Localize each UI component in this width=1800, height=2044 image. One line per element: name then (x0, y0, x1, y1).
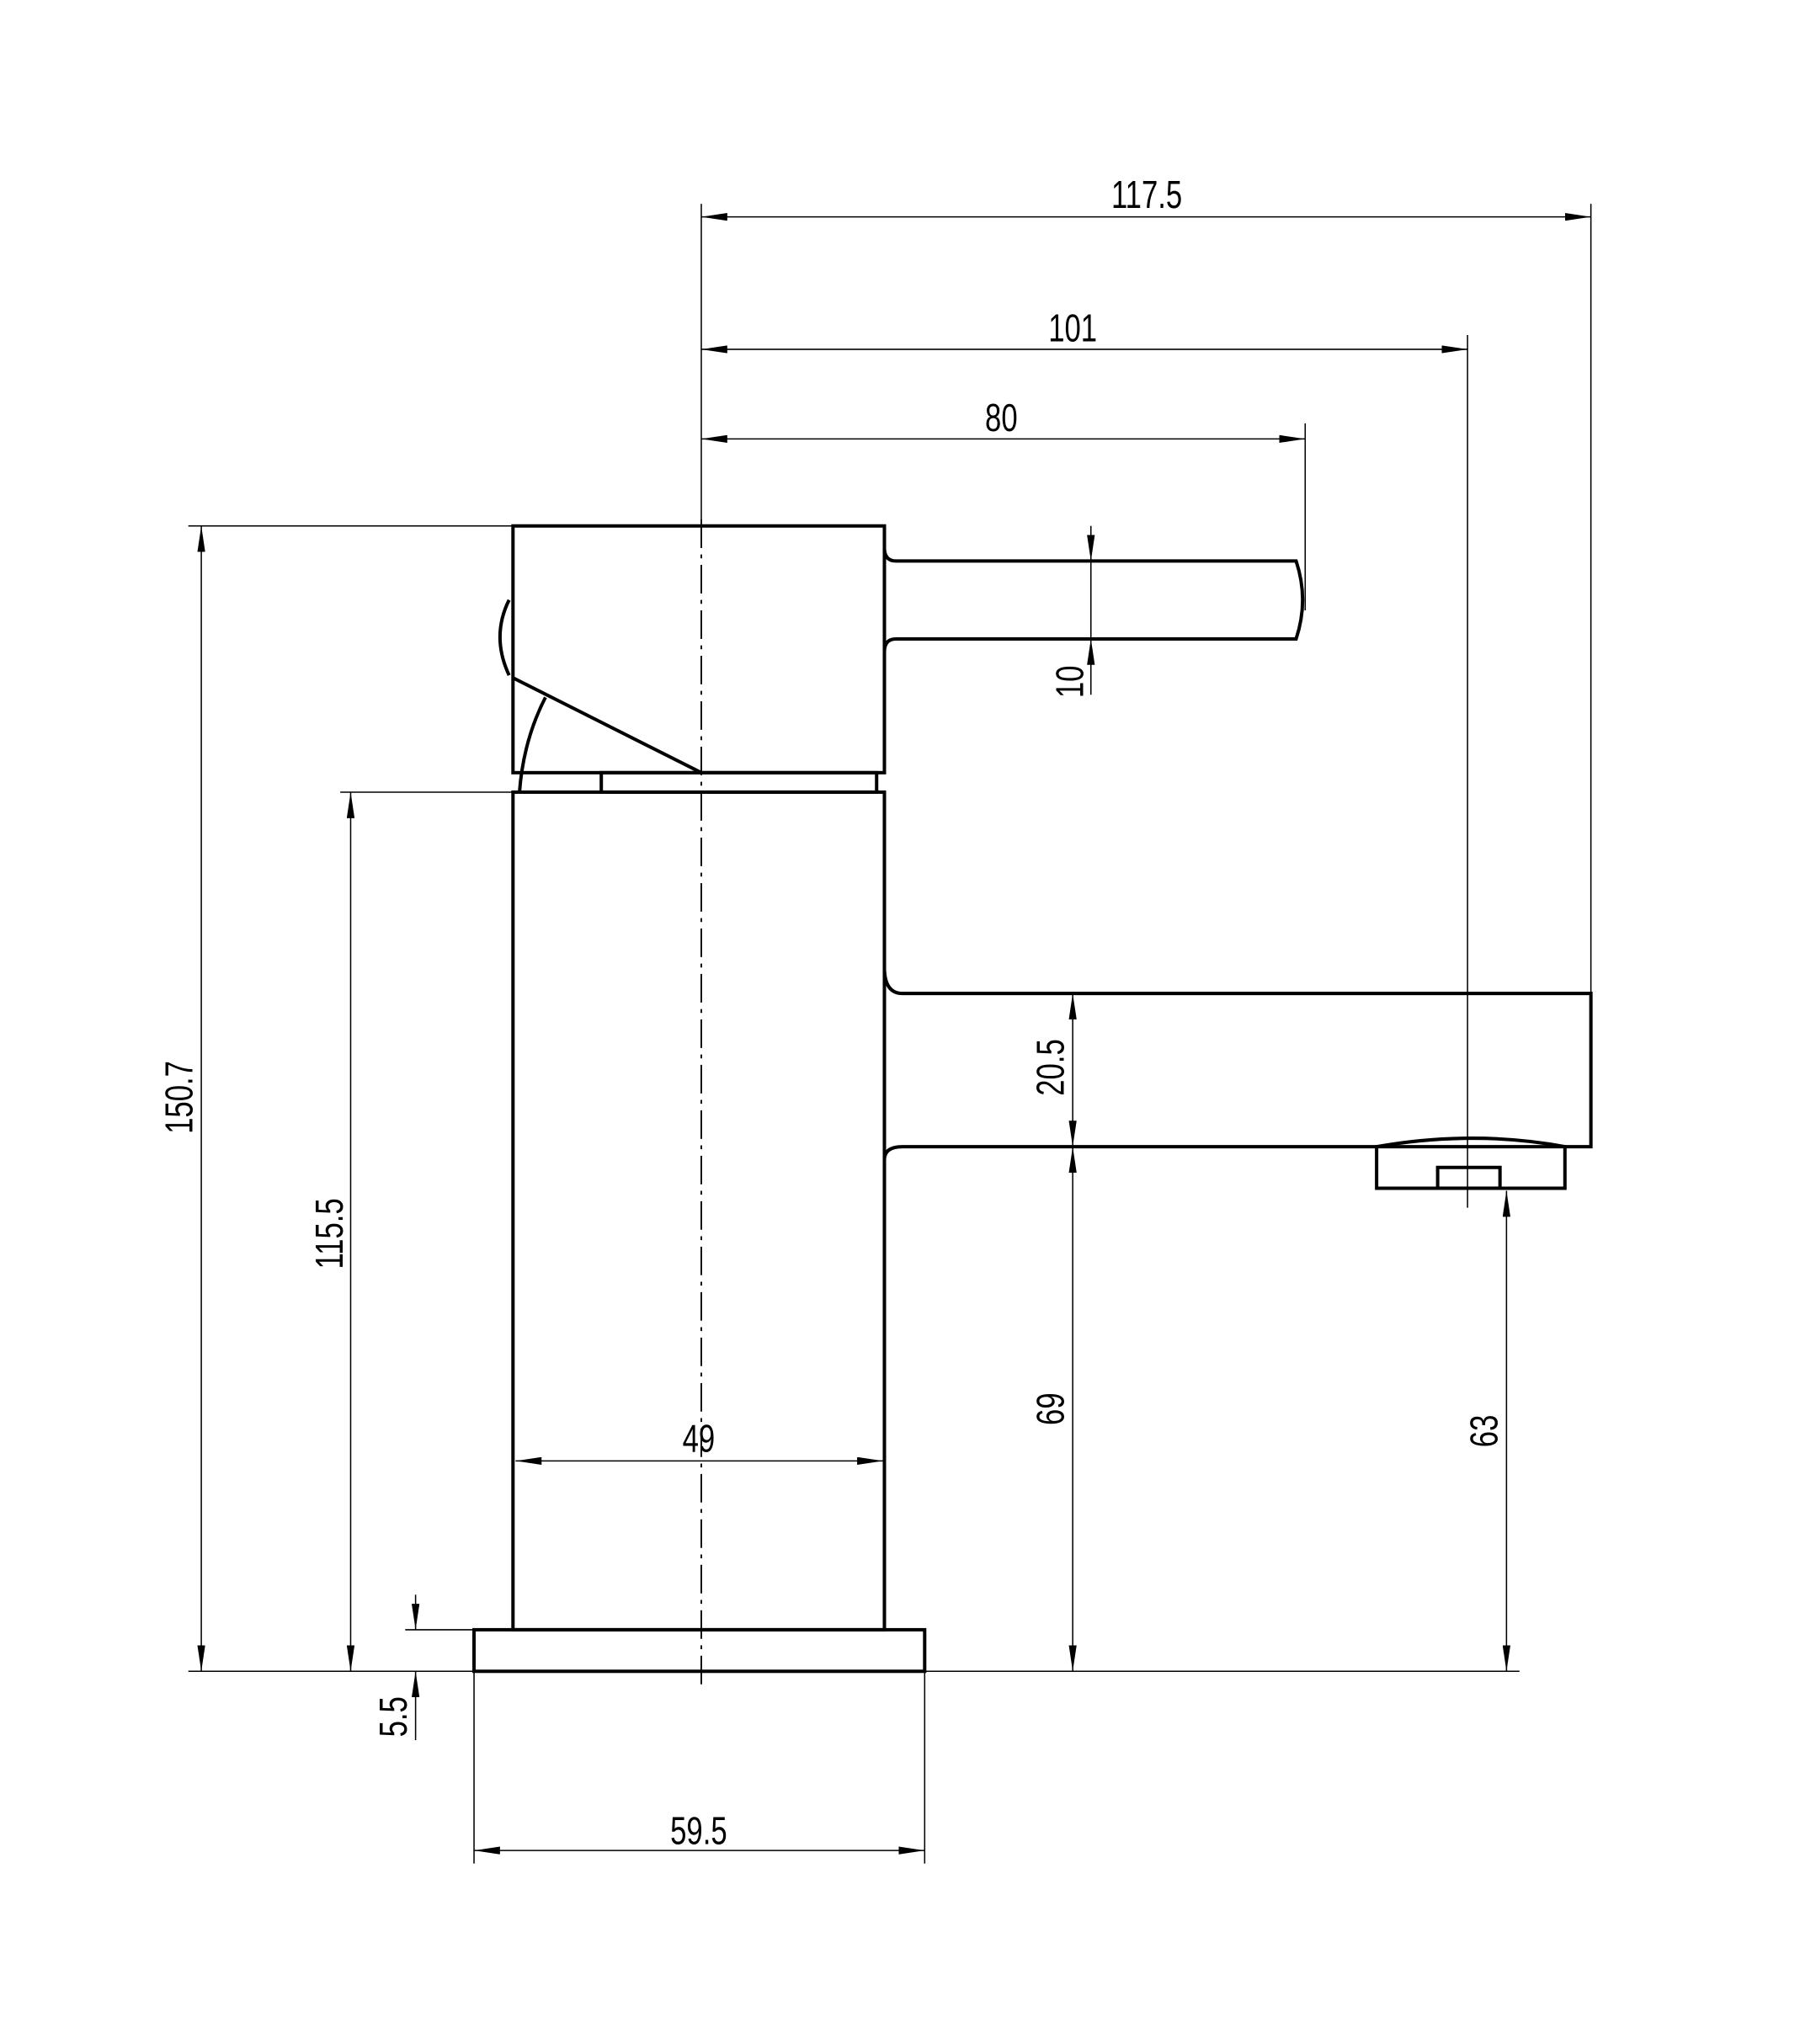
handle-wedge (512, 676, 702, 774)
dim-spout-underside-height: 69 (1029, 1392, 1073, 1425)
dim-lever-diameter: 10 (1048, 666, 1092, 699)
dim-body-height: 115.5 (307, 1198, 351, 1269)
handle-curve (518, 696, 547, 793)
handle-body (511, 524, 887, 774)
dim-lever-reach: 80 (985, 396, 1018, 439)
aerator-insert (1435, 1165, 1502, 1190)
dim-base-thickness: 5.5 (371, 1696, 415, 1737)
dim-body-width: 49 (683, 1417, 716, 1461)
dim-spout-thickness: 20.5 (1029, 1039, 1073, 1096)
dim-outlet-height: 63 (1462, 1415, 1506, 1448)
dim-base-width: 59.5 (670, 1809, 727, 1853)
handle-knob (498, 599, 511, 676)
aerator (1375, 1136, 1567, 1190)
dim-overall-reach: 117.5 (1111, 173, 1182, 216)
lever (882, 547, 1305, 652)
extension-lines (188, 204, 1592, 1864)
spout (882, 967, 1593, 1160)
tap-body (511, 790, 887, 1631)
tap-outline (472, 524, 1593, 1674)
dimension-lines (197, 212, 1591, 1855)
dim-spout-outlet-reach: 101 (1048, 306, 1097, 350)
dimension-labels: 117.5 101 80 10 150.7 115.5 5.5 59.5 49 … (157, 173, 1505, 1853)
base-plate (472, 1627, 927, 1674)
collar (599, 770, 879, 794)
dim-overall-height: 150.7 (157, 1061, 200, 1134)
